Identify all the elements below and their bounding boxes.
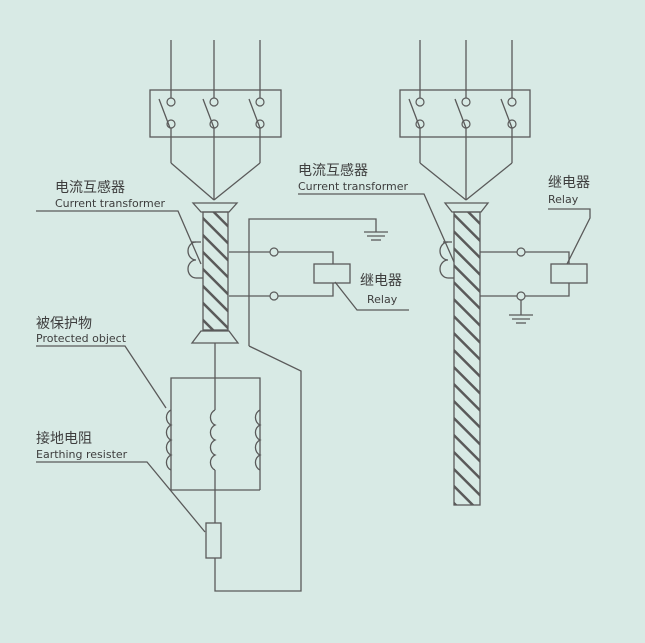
left-circuit: 电流互感器 Current transformer 继电器 Relay 被保护物… (36, 40, 409, 592)
protected-object-label-cn: 被保护物 (36, 316, 92, 332)
right-leaders (298, 193, 591, 265)
right-switch-box (399, 89, 531, 138)
right-circuit: 电流互感器 Current transformer 继电器 Relay (298, 40, 591, 506)
left-relay-wiring (229, 247, 351, 301)
right-ground (509, 300, 533, 324)
right-relay-label-cn: 继电器 (548, 175, 590, 191)
left-leaders (36, 210, 409, 533)
left-switch-box (149, 89, 282, 138)
left-ct-label-en: Current transformer (55, 197, 166, 210)
left-ground (248, 218, 388, 346)
left-relay-label-cn: 继电器 (360, 273, 402, 289)
right-supply-lines (419, 40, 513, 92)
right-relay-label-en: Relay (548, 193, 579, 206)
right-upper-converge (419, 137, 513, 201)
protected-object-label-en: Protected object (36, 332, 127, 345)
left-supply-lines (170, 40, 261, 92)
right-ct-label-cn: 电流互感器 (298, 162, 368, 179)
left-upper-converge (170, 137, 261, 201)
earthing-resister-label-en: Earthing resister (36, 448, 128, 461)
left-relay-label-en: Relay (367, 293, 398, 306)
left-protected-object (165, 343, 262, 523)
left-ct-coil (187, 241, 203, 279)
right-relay-box (550, 263, 588, 284)
left-ct-core (190, 202, 240, 344)
left-earthing-resistor (205, 345, 302, 592)
right-ct-label-en: Current transformer (298, 180, 409, 193)
left-relay-box (313, 263, 351, 284)
left-ct-label-cn: 电流互感器 (55, 179, 125, 196)
earthing-resister-label-cn: 接地电阻 (36, 430, 92, 447)
right-ct-core (443, 202, 490, 506)
right-relay-wiring (480, 247, 588, 301)
